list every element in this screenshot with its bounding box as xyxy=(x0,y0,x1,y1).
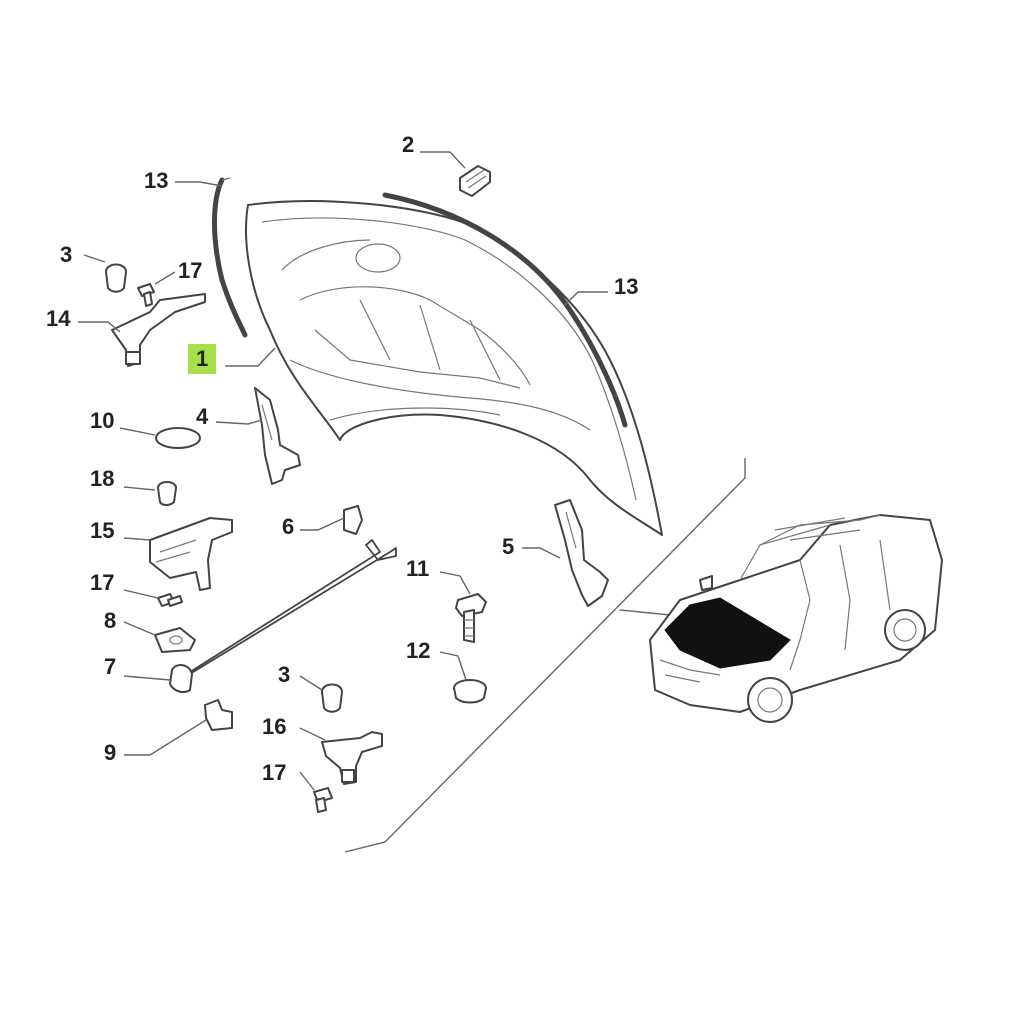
cap-10 xyxy=(155,427,201,449)
label-part-11: 11 xyxy=(406,556,430,581)
bolt-17-top xyxy=(137,283,155,307)
hinge-5 xyxy=(554,499,609,607)
prop-rod-7 xyxy=(169,539,397,693)
latch-15 xyxy=(149,517,233,591)
seal-left xyxy=(212,177,248,338)
label-part-9: 9 xyxy=(104,740,117,765)
label-part-17-top: 17 xyxy=(178,258,203,283)
label-part-16: 16 xyxy=(262,714,287,739)
clip-9 xyxy=(204,699,233,731)
bumper-3-lower xyxy=(321,683,343,713)
hood-panel xyxy=(245,200,663,536)
label-part-2: 2 xyxy=(402,132,415,157)
bumper-18 xyxy=(157,481,177,506)
label-part-13-left: 13 xyxy=(144,168,169,193)
clip-8 xyxy=(154,627,196,653)
label-part-10: 10 xyxy=(90,408,115,433)
label-part-4: 4 xyxy=(196,404,209,429)
clip-6 xyxy=(343,505,363,535)
bumper-3-top xyxy=(105,263,127,293)
seal-right xyxy=(382,192,628,428)
label-part-13-right: 13 xyxy=(614,274,639,299)
label-part-12: 12 xyxy=(406,638,431,663)
vehicle-illustration xyxy=(649,514,943,723)
nut-12 xyxy=(453,679,487,704)
label-part-15: 15 xyxy=(90,518,115,543)
label-part-8: 8 xyxy=(104,608,117,633)
label-part-14: 14 xyxy=(46,306,71,331)
bolt-17-mid xyxy=(157,593,183,607)
label-part-17-mid: 17 xyxy=(90,570,115,595)
bumper-stop-2 xyxy=(459,165,491,197)
callout-line xyxy=(344,458,746,853)
bracket-14 xyxy=(111,293,206,367)
bolt-17-low xyxy=(313,787,333,813)
bracket-16 xyxy=(321,731,383,785)
label-part-3-lower: 3 xyxy=(278,662,291,687)
hinge-4 xyxy=(254,387,301,485)
label-part-6: 6 xyxy=(282,514,295,539)
label-part-5: 5 xyxy=(502,534,515,559)
label-part-1: 1 xyxy=(188,344,217,374)
label-part-17-low: 17 xyxy=(262,760,287,785)
bolt-11 xyxy=(455,593,487,643)
label-part-18: 18 xyxy=(90,466,115,491)
label-part-7: 7 xyxy=(104,654,117,679)
label-part-3-top: 3 xyxy=(60,242,73,267)
